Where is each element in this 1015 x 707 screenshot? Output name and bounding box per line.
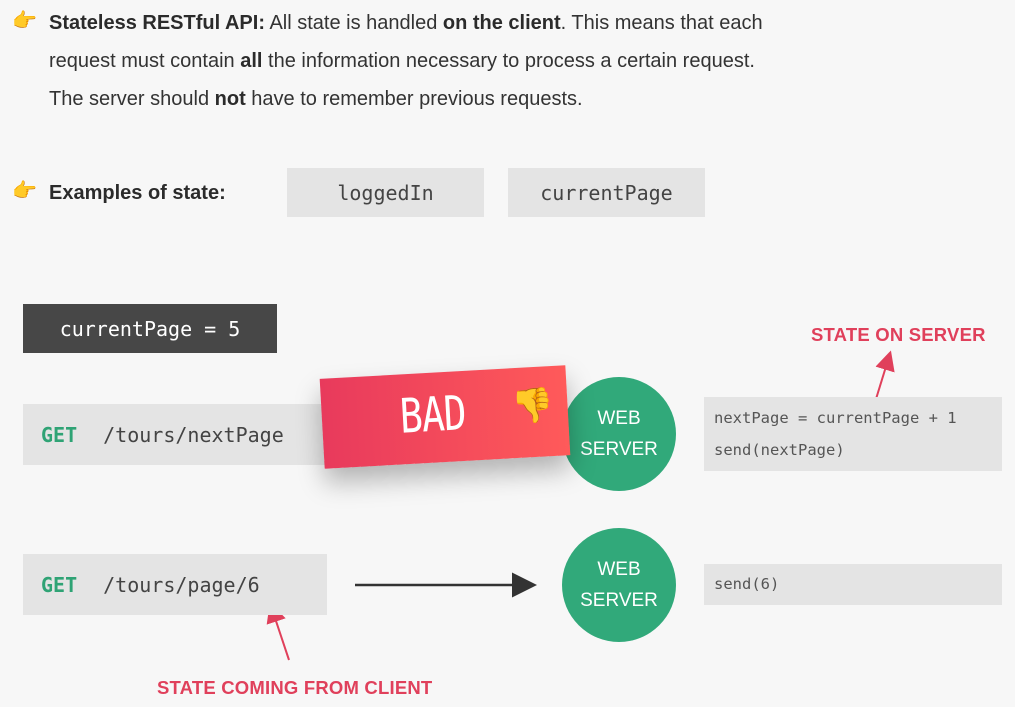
bad-request: GET /tours/nextPage: [23, 404, 327, 465]
state-from-client-label: STATE COMING FROM CLIENT: [157, 677, 433, 698]
hand-pointing-right-icon: 👉: [12, 180, 37, 202]
good-request: GET /tours/page/6: [23, 554, 327, 615]
state-from-client-arrow: [266, 602, 290, 661]
hand-pointing-right-icon: 👉: [12, 10, 37, 32]
web-server-node: WEB SERVER: [562, 528, 676, 642]
web-server-node: WEB SERVER: [562, 377, 676, 491]
http-method: GET: [41, 572, 78, 597]
example-chip-currentpage: currentPage: [508, 168, 705, 217]
server-state-box: currentPage = 5: [23, 304, 277, 353]
stateless-lead: Stateless RESTful API:: [49, 12, 265, 34]
server-code-box: nextPage = currentPage + 1 send(nextPage…: [704, 397, 1002, 471]
bad-banner: BAD 👎: [319, 365, 571, 469]
examples-label: Examples of state:: [49, 182, 226, 204]
http-method: GET: [41, 422, 78, 447]
stateless-description: Stateless RESTful API: All state is hand…: [49, 12, 763, 110]
example-chip-loggedin: loggedIn: [287, 168, 484, 217]
thumbs-down-icon: 👎: [510, 385, 555, 427]
state-on-server-label: STATE ON SERVER: [811, 324, 986, 345]
server-code-box: send(6): [704, 564, 1002, 605]
request-path: /tours/nextPage: [103, 422, 284, 447]
bad-label: BAD: [398, 385, 467, 444]
request-path: /tours/page/6: [103, 572, 260, 597]
